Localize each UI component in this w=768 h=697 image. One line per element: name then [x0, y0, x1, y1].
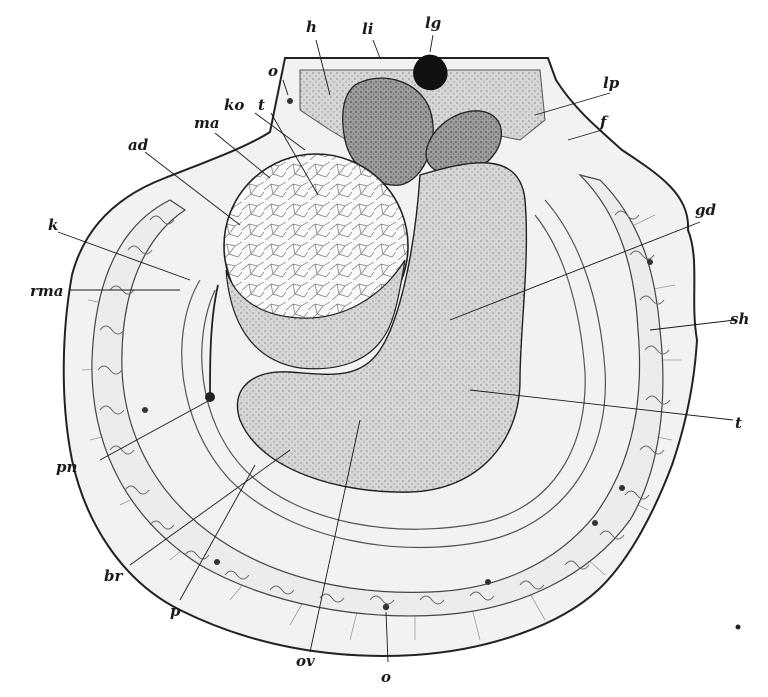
label-pn: pn: [56, 458, 77, 476]
label-o-bottom: o: [381, 668, 391, 686]
label-gd: gd: [695, 201, 716, 219]
label-t-right: t: [735, 414, 742, 432]
label-li: li: [362, 20, 374, 38]
label-f: f: [599, 113, 609, 131]
label-p: p: [170, 602, 181, 620]
label-rma: rma: [30, 282, 64, 300]
label-ov: ov: [296, 652, 315, 670]
label-br: br: [104, 567, 123, 585]
label-lp: lp: [603, 74, 620, 92]
label-t-top: t: [258, 96, 265, 114]
label-ma: ma: [194, 114, 220, 132]
label-k: k: [48, 216, 58, 234]
label-sh: sh: [730, 310, 749, 328]
label-ko: ko: [224, 96, 244, 114]
label-ad: ad: [128, 136, 149, 154]
label-o-top: o: [268, 62, 278, 80]
label-lg: lg: [425, 14, 441, 32]
label-h: h: [306, 18, 317, 36]
stray-dot: [736, 625, 741, 630]
